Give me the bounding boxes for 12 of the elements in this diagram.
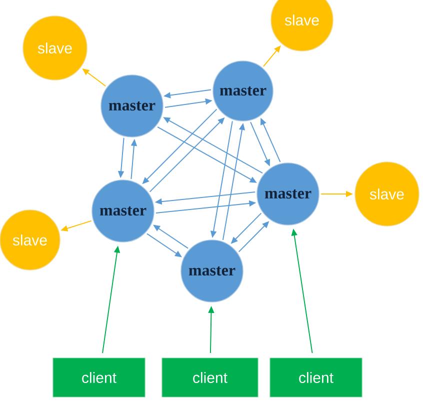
slave-node: slave xyxy=(22,16,88,80)
master-node: master xyxy=(256,162,320,226)
slave-node: slave xyxy=(354,162,420,226)
master-node: master xyxy=(180,240,244,302)
master-node: master xyxy=(100,74,164,138)
slave-node: slave xyxy=(0,210,60,270)
master-node: master xyxy=(212,60,274,122)
client-box: client xyxy=(162,358,258,398)
client-box: client xyxy=(52,358,146,398)
slave-node: slave xyxy=(270,0,334,52)
client-box: client xyxy=(270,358,362,398)
master-node: master xyxy=(92,180,154,242)
